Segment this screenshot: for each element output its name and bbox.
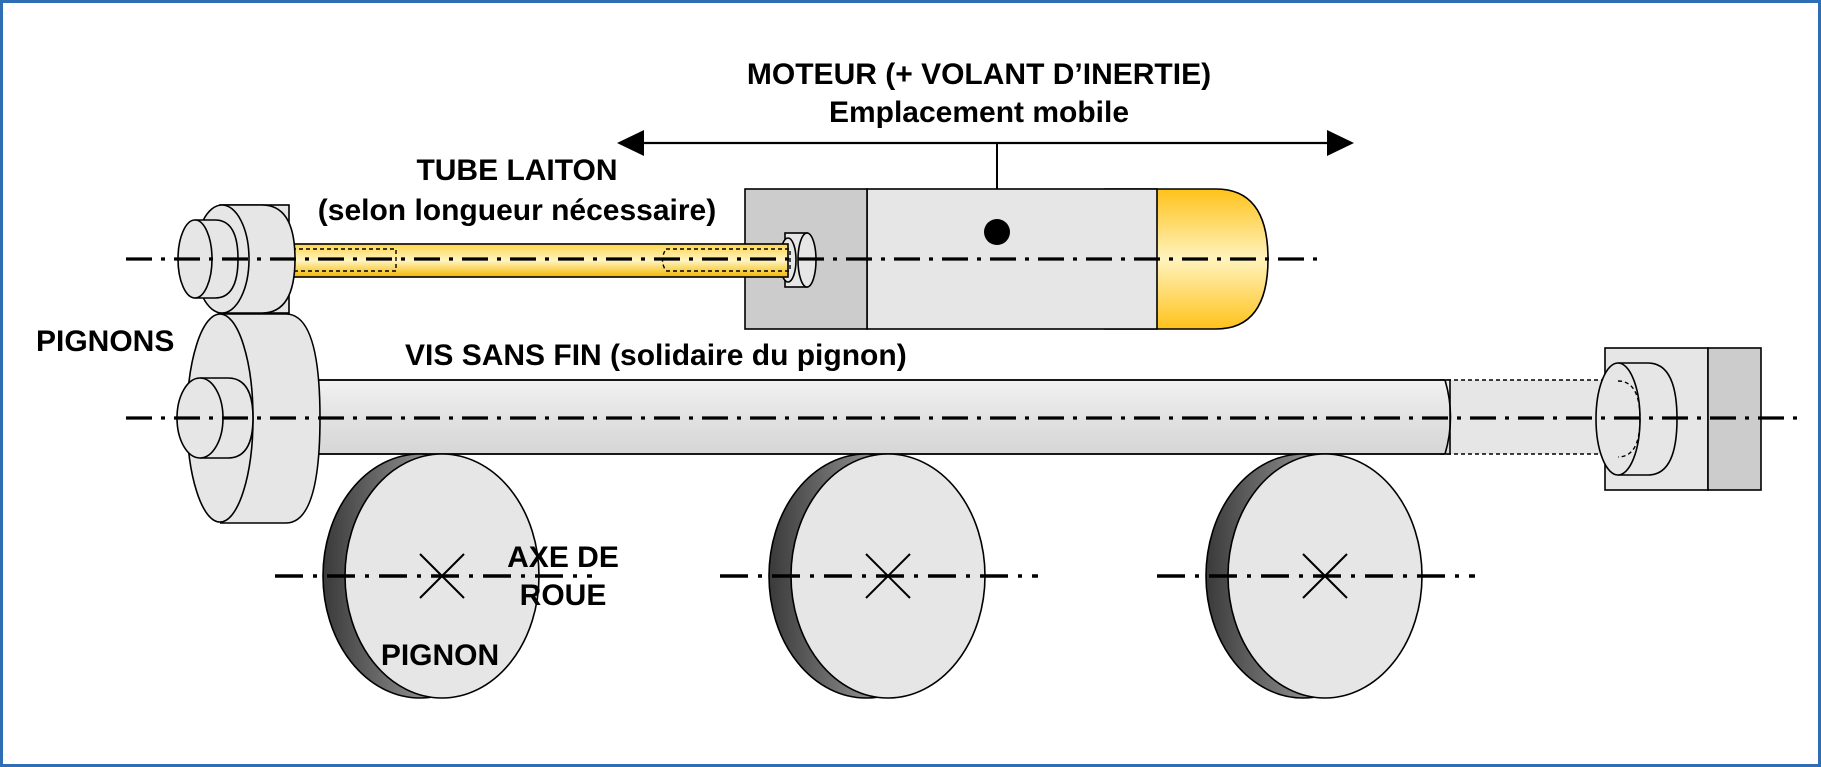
mobile-point: [984, 219, 1010, 245]
wheel-center-cross-2: [865, 553, 911, 599]
motor-subtitle-label: Emplacement mobile: [829, 96, 1129, 129]
axe-de-roue-label-line2: ROUE: [520, 579, 607, 612]
vis-sans-fin-label: VIS SANS FIN (solidaire du pignon): [405, 339, 907, 372]
motor-title-label: MOTEUR (+ VOLANT D’INERTIE): [747, 58, 1211, 91]
wheel-center-cross-1: [419, 553, 465, 599]
pignons-label: PIGNONS: [36, 325, 174, 358]
axe-de-roue-label-line1: AXE DE: [507, 541, 619, 574]
wheel-center-cross-3: [1302, 553, 1348, 599]
motor-travel-arrow: [617, 130, 1354, 232]
pignon-label: PIGNON: [381, 639, 499, 672]
tube-subtitle-label: (selon longueur nécessaire): [318, 194, 716, 227]
tube-title-label: TUBE LAITON: [416, 154, 617, 187]
